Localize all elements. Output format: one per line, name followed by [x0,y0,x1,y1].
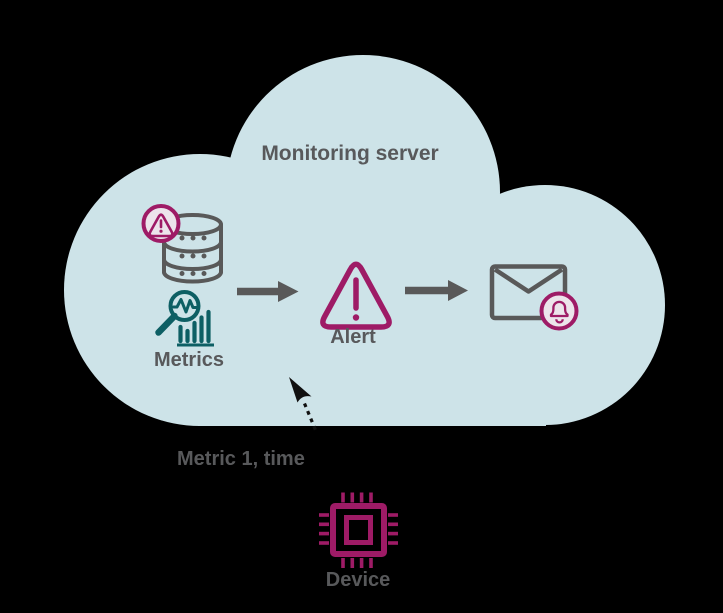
bar-chart-icon [177,309,214,347]
alert-node-label: Alert [330,326,376,348]
annotation-label: Metric 1, time [177,448,305,470]
notification-bell-badge-icon [539,291,579,331]
metrics-node-label: Metrics [153,349,225,371]
warning-badge-icon [141,204,181,243]
envelope-icon [489,264,568,321]
database-icon [162,213,223,284]
cloud-shape [64,55,665,426]
search-metrics-icon [155,290,201,336]
device-node-label: Device [325,569,391,591]
cloud-title: Monitoring server [261,142,439,165]
alert-triangle-icon [320,261,392,330]
cursor-icon [289,377,312,403]
flow-arrow-2 [405,280,468,301]
flow-arrow-1 [237,281,299,302]
chip-icon [319,492,398,568]
